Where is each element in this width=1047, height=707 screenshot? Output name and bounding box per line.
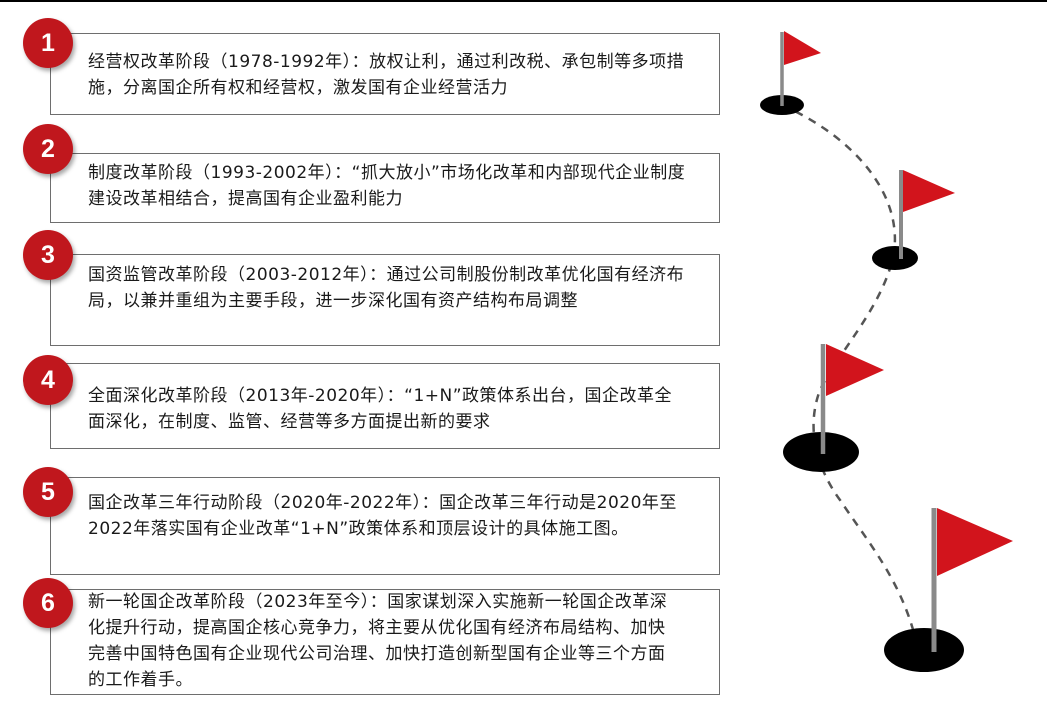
dashed-path: [781, 103, 920, 651]
flag-icon-1: [760, 31, 821, 115]
stage-5-box: [50, 477, 720, 575]
stage-3-box: [50, 254, 720, 346]
stage-6-box: [50, 589, 720, 695]
stage-6-number-badge: 6: [23, 578, 73, 628]
stage-3-number-badge: 3: [23, 230, 73, 280]
top-rule: [0, 0, 1047, 2]
stage-4-text: 全面深化改革阶段（2013年-2020年）：“1+N”政策体系出台，国企改革全面…: [88, 386, 673, 432]
stage-4-number-badge: 4: [23, 355, 73, 405]
stage-1-box: [50, 33, 720, 115]
stage-4-box: [50, 363, 720, 449]
stage-2-text: 制度改革阶段（1993-2002年）：“抓大放小”市场化改革和内部现代企业制度建…: [88, 163, 686, 209]
stage-5-number-badge: 5: [23, 467, 73, 517]
stage-3-text: 国资监管改革阶段（2003-2012年）：通过公司制股份制改革优化国有经济布局，…: [88, 265, 685, 311]
flag-icon-3: [783, 344, 884, 472]
flag-icon-2: [872, 170, 955, 270]
stage-1-number-badge: 1: [23, 18, 73, 68]
stage-6-text: 新一轮国企改革阶段（2023年至今）：国家谋划深入实施新一轮国企改革深化提升行动…: [88, 592, 668, 690]
stage-1-text: 经营权改革阶段（1978-1992年）：放权让利，通过利改税、承包制等多项措施，…: [88, 52, 685, 98]
flag-icon-4: [884, 508, 1013, 672]
stage-5-text: 国企改革三年行动阶段（2020年-2022年）：国企改革三年行动是2020年至2…: [88, 493, 677, 539]
stage-2-number-badge: 2: [23, 124, 73, 174]
stage-2-box: [50, 153, 720, 223]
